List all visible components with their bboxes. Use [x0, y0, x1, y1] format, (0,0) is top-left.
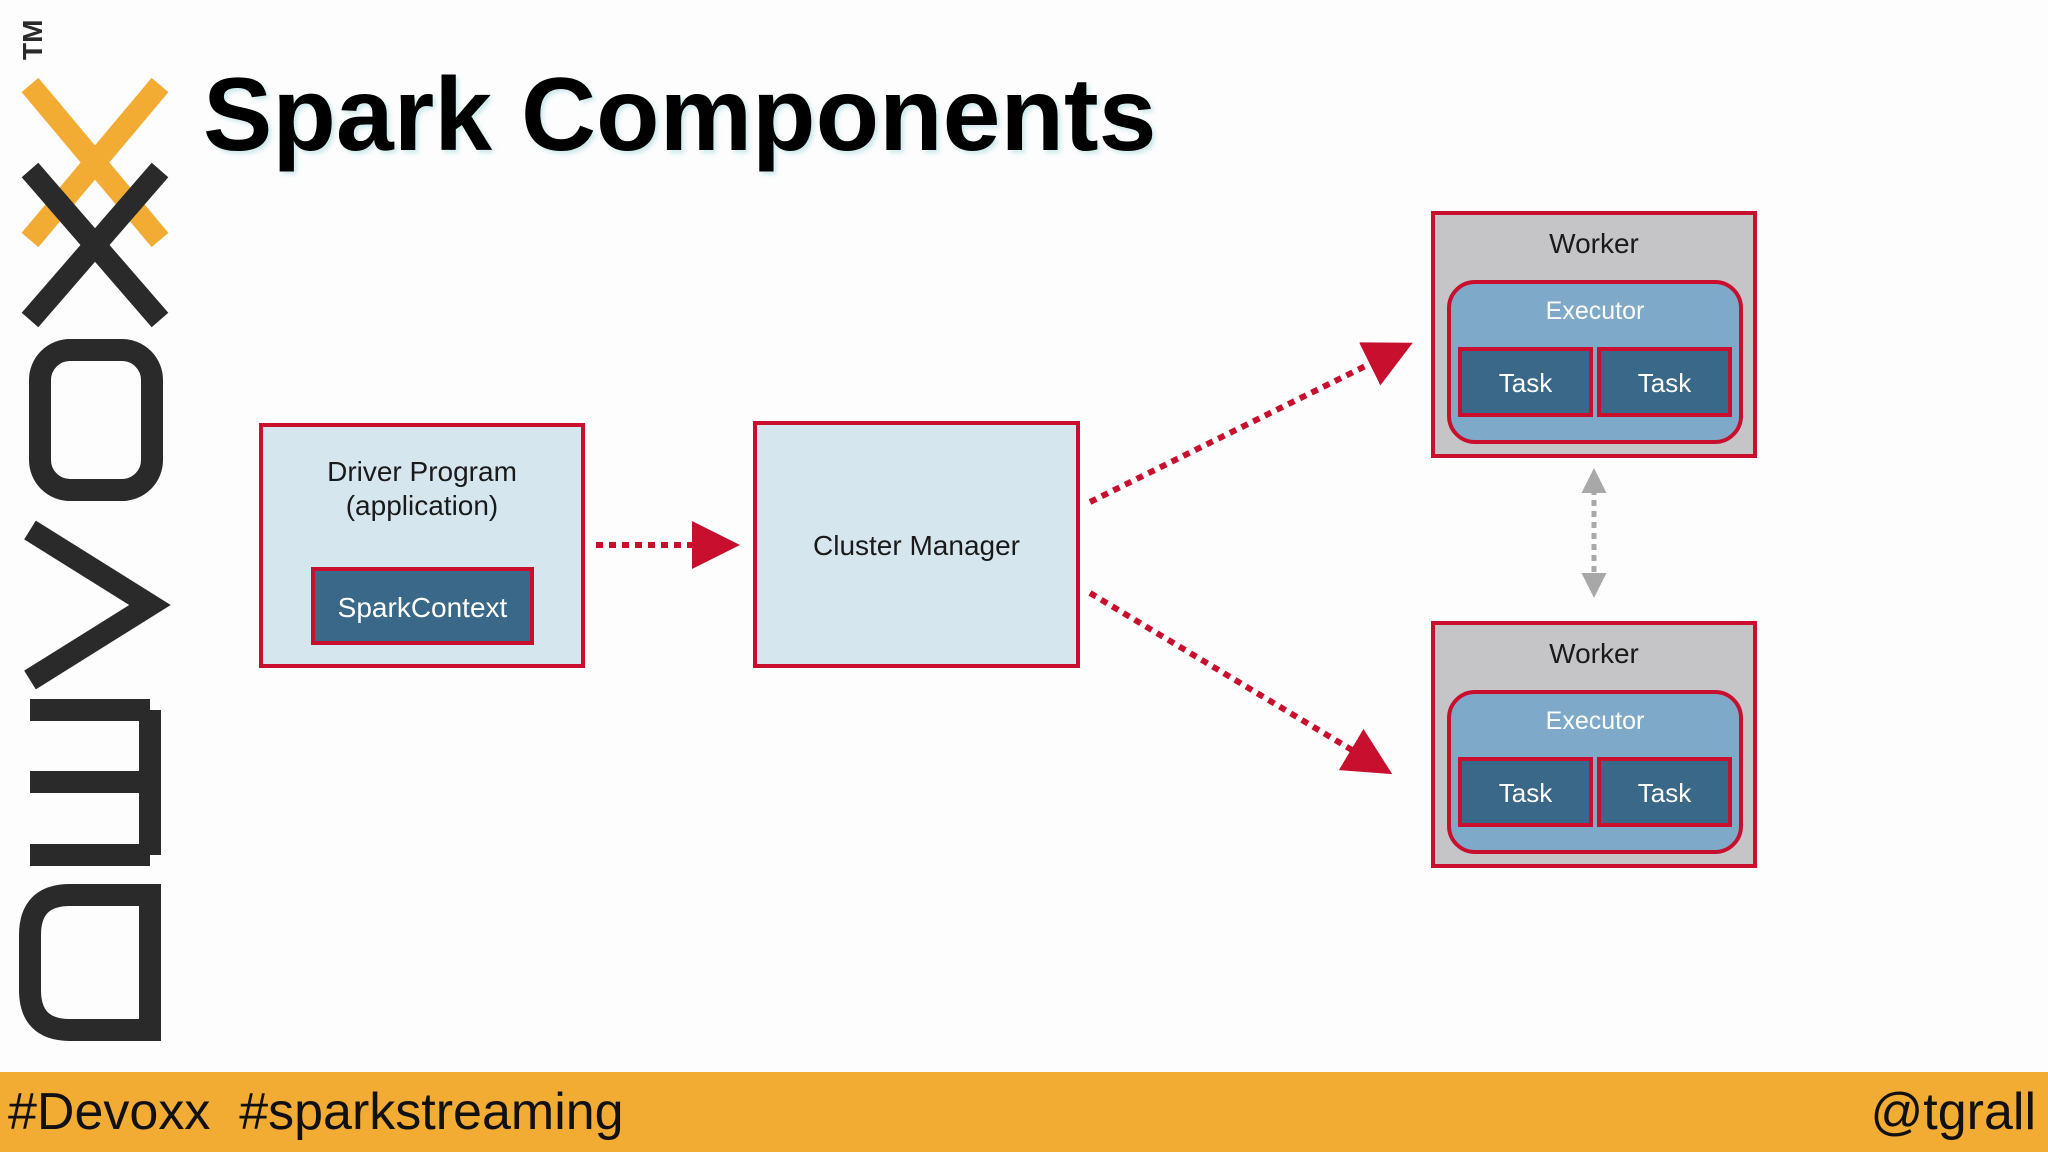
executor-label-2: Executor: [1545, 707, 1645, 735]
task-box-1-1: Task: [1458, 347, 1593, 417]
driver-program-sublabel: (application): [345, 490, 499, 521]
logo-letter-o: [29, 339, 163, 501]
driver-program-box: Driver Program (application) SparkContex…: [259, 423, 585, 668]
worker-box-1: Worker Executor Task Task: [1431, 211, 1757, 458]
worker-label-1: Worker: [1549, 228, 1639, 259]
task-box-2-1: Task: [1458, 757, 1593, 827]
footer-twitter-handle: @tgrall: [1870, 1083, 2037, 1141]
arrow-cluster-manager-to-worker-1: [1088, 342, 1413, 505]
arrow-cluster-manager-to-worker-2: [1088, 590, 1393, 775]
task-box-1-2: Task: [1597, 347, 1732, 417]
logo-letter-v: [24, 520, 171, 690]
logo-letter-e: [30, 699, 161, 866]
cluster-manager-box: Cluster Manager: [753, 421, 1080, 668]
logo-letter-x: [21, 77, 169, 328]
spark-context-box: SparkContext: [311, 567, 534, 645]
logo-trademark: TM: [17, 20, 48, 60]
slide-title: Spark Components: [203, 57, 1157, 173]
worker-box-2: Worker Executor Task Task: [1431, 621, 1757, 868]
executor-box-2: Executor Task Task: [1447, 690, 1743, 854]
task-label-2-1: Task: [1498, 778, 1553, 808]
task-label-1-2: Task: [1637, 368, 1692, 398]
devoxx-logo: TM: [17, 20, 171, 1041]
logo-letter-d: [19, 884, 161, 1041]
task-box-2-2: Task: [1597, 757, 1732, 827]
worker-label-2: Worker: [1549, 638, 1639, 669]
executor-box-1: Executor Task Task: [1447, 280, 1743, 444]
driver-program-label: Driver Program: [327, 456, 517, 487]
task-label-1-1: Task: [1498, 368, 1553, 398]
spark-context-label: SparkContext: [337, 592, 508, 623]
cluster-manager-label: Cluster Manager: [813, 530, 1020, 561]
footer-bar: #Devoxx #sparkstreaming @tgrall: [0, 1072, 2048, 1152]
executor-label-1: Executor: [1545, 297, 1645, 325]
footer-hashtags: #Devoxx #sparkstreaming: [8, 1083, 624, 1141]
task-label-2-2: Task: [1637, 778, 1692, 808]
